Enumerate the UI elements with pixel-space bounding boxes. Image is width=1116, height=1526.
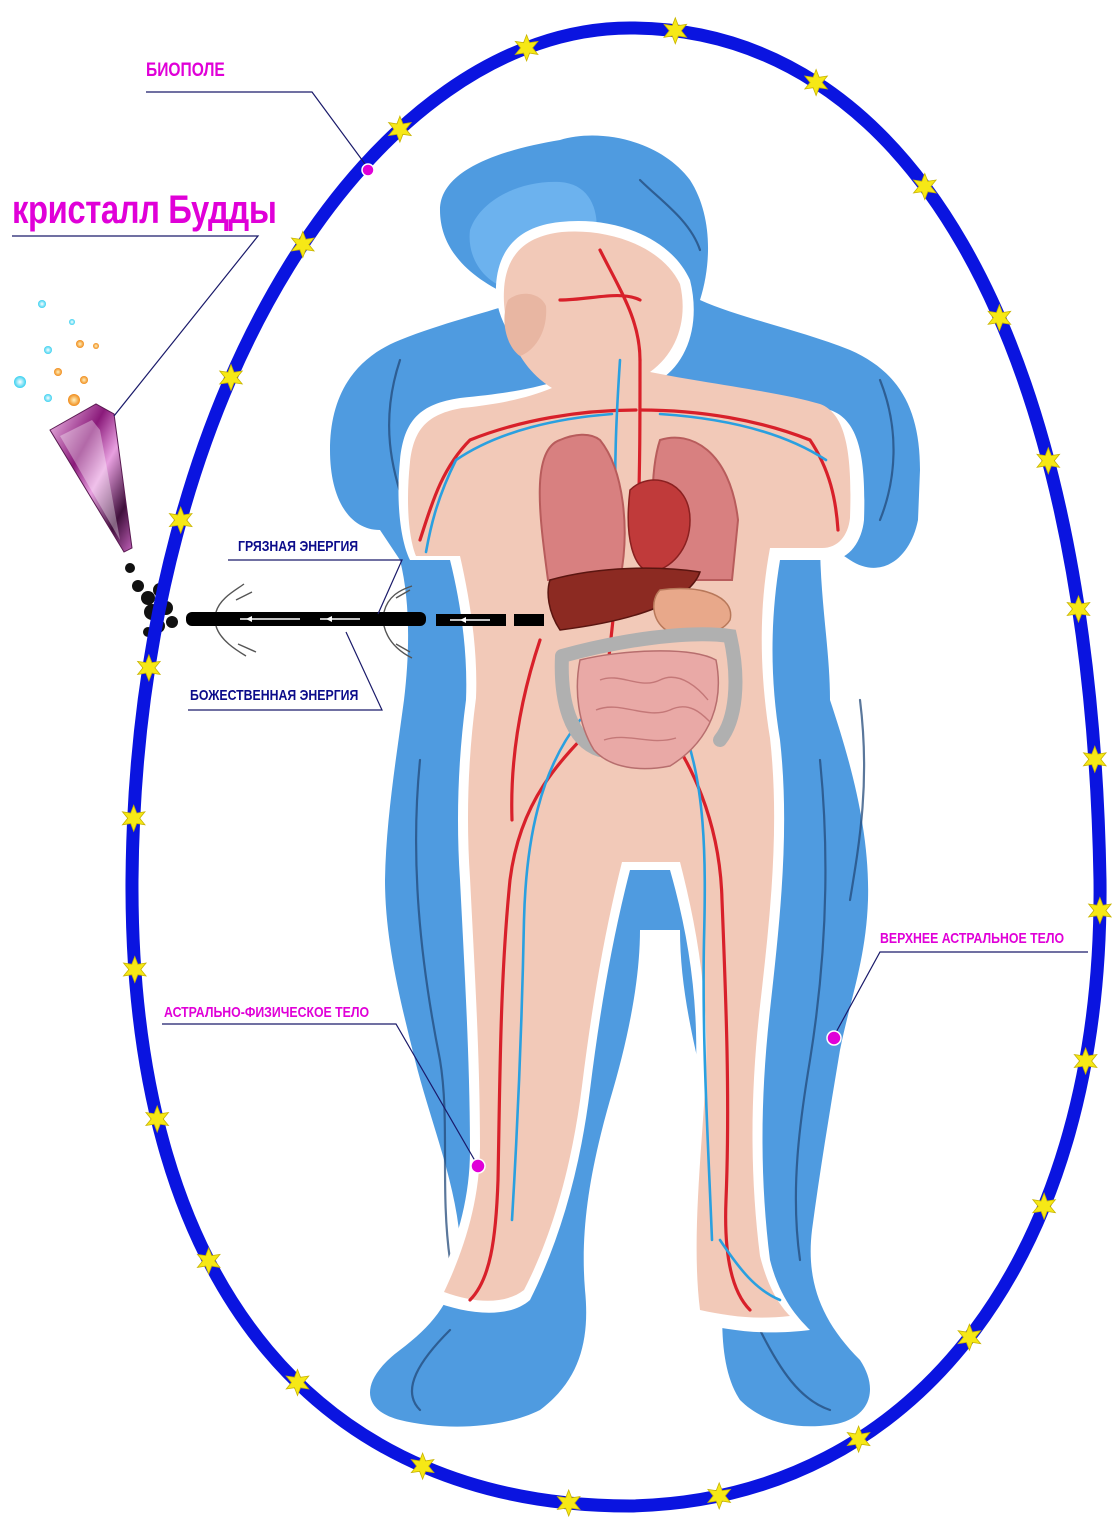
star-icon: [1084, 746, 1107, 772]
crystal-sparkles: [14, 300, 99, 406]
divine-energy-label: БОЖЕСТВЕННАЯ ЭНЕРГИЯ: [190, 687, 358, 704]
star-icon: [1089, 898, 1112, 924]
astral-physical-body-label: АСТРАЛЬНО-ФИЗИЧЕСКОЕ ТЕЛО: [164, 1004, 369, 1021]
star-icon: [122, 805, 145, 831]
crystal-icon: [50, 404, 132, 552]
star-icon: [124, 957, 147, 983]
upper-astral-body-label: ВЕРХНЕЕ АСТРАЛЬНОЕ ТЕЛО: [880, 930, 1064, 947]
dirty-energy-label: ГРЯЗНАЯ ЭНЕРГИЯ: [238, 538, 358, 555]
biopole-label: БИОПОЛЕ: [146, 60, 225, 82]
buddha-crystal-label: кристалл Будды: [12, 188, 276, 233]
